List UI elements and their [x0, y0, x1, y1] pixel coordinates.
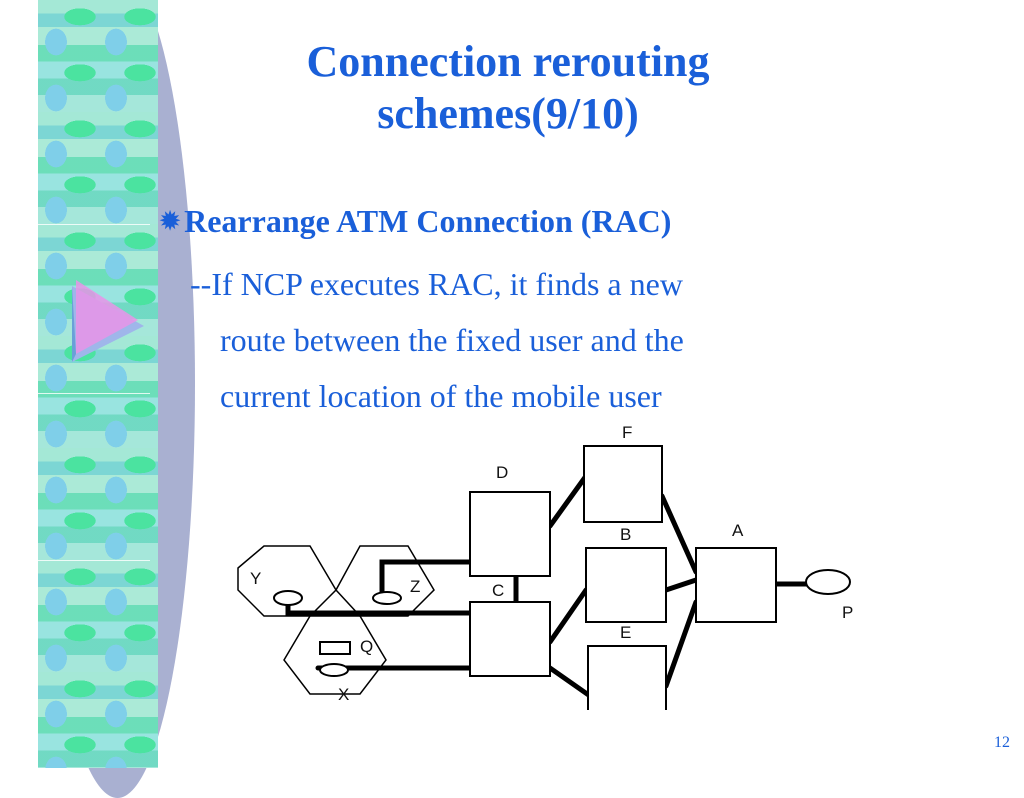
- label-a: A: [732, 521, 744, 540]
- switch-box-f: [583, 445, 663, 523]
- slide-title-line: schemes(9/10): [377, 89, 639, 138]
- eight-pointed-star-icon: ✹: [160, 209, 181, 235]
- sub-bullet-line: route between the fixed user and the: [220, 322, 684, 358]
- switch-box-d: [469, 491, 551, 577]
- switch-box-a: [695, 547, 777, 623]
- link-c-to-e: [547, 665, 593, 699]
- page-number: 12: [994, 734, 1010, 751]
- bullet-text: Rearrange ATM Connection (RAC): [184, 203, 672, 239]
- label-d: D: [496, 463, 508, 482]
- band-divider: [38, 393, 150, 394]
- terminal-x: [319, 663, 349, 677]
- network-diagram: F D B A C E P Y Z Q X: [237, 423, 853, 710]
- label-b: B: [620, 525, 631, 544]
- cell-hexagon-y: [237, 545, 337, 617]
- band-divider: [38, 224, 150, 225]
- sub-bullet-line: current location of the mobile user: [220, 378, 662, 414]
- label-f: F: [622, 423, 632, 442]
- endpoint-p: [805, 569, 851, 595]
- cell-hexagon-x: [283, 615, 387, 695]
- label-p: P: [842, 603, 853, 622]
- link-e-to-a: [663, 599, 699, 689]
- band-divider: [38, 560, 150, 561]
- link-f-to-a: [659, 493, 699, 575]
- triangle-arrow-icon[interactable]: [62, 278, 152, 370]
- slide-title: Connection rerouting schemes(9/10): [248, 36, 768, 140]
- label-c: C: [492, 581, 504, 600]
- label-x: X: [338, 685, 349, 704]
- label-q: Q: [360, 637, 373, 656]
- link-d-to-f: [547, 473, 589, 529]
- switch-box-b: [585, 547, 667, 623]
- slide-title-line: Connection rerouting: [306, 37, 710, 86]
- bullet-item: ✹Rearrange ATM Connection (RAC): [160, 203, 671, 240]
- switch-box-c: [469, 601, 551, 677]
- sub-bullet-line: --If NCP executes RAC, it finds a new: [190, 266, 683, 302]
- label-e: E: [620, 623, 631, 642]
- decorative-side-band: [38, 0, 158, 768]
- label-y: Y: [250, 569, 261, 588]
- terminal-z: [372, 591, 402, 605]
- switch-box-e: [587, 645, 667, 710]
- label-z: Z: [410, 577, 420, 596]
- terminal-q: [319, 641, 351, 655]
- link-z-to-d: [379, 559, 473, 595]
- link-b-to-a: [663, 577, 699, 593]
- terminal-y: [273, 590, 303, 606]
- link-c-to-b: [547, 587, 589, 645]
